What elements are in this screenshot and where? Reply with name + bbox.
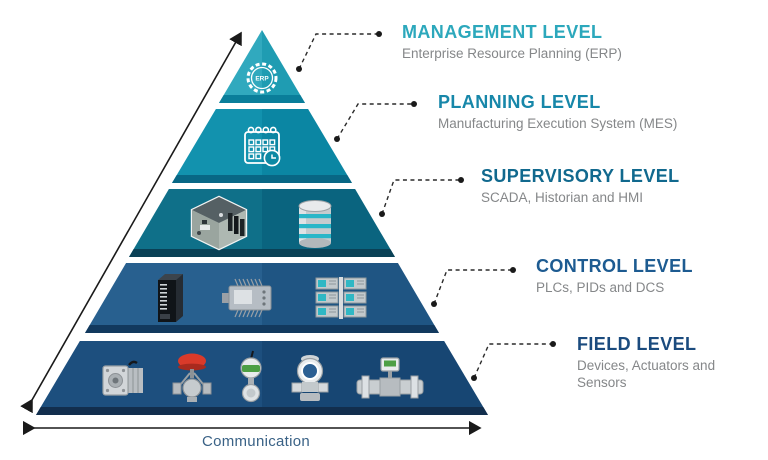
server-tower-icon (158, 274, 183, 322)
planning-level-title: PLANNING LEVEL (438, 92, 601, 112)
label-planning: PLANNING LEVEL Manufacturing Execution S… (438, 92, 677, 133)
control-level-subtitle: PLCs, PIDs and DCS (536, 280, 665, 295)
gear-icon-text: ERP (255, 75, 269, 82)
level-base-edge (36, 407, 488, 415)
connector-planning (336, 103, 414, 140)
pyramid-level-control (85, 263, 439, 333)
pressure-transmitter-icon (291, 355, 329, 401)
level-base-edge (219, 95, 305, 103)
label-supervisory: SUPERVISORY LEVEL SCADA, Historian and H… (481, 166, 680, 207)
connector-supervisory (381, 179, 461, 215)
planning-level-subtitle: Manufacturing Execution System (MES) (438, 116, 678, 131)
control-room-icon (190, 195, 248, 251)
field-level-subtitle: Devices, Actuators and Sensors (577, 358, 716, 390)
flow-meter-icon (356, 357, 424, 399)
communication-label: Communication (201, 433, 311, 450)
connector-field (473, 343, 553, 379)
label-control: CONTROL LEVEL PLCs, PIDs and DCS (536, 256, 693, 297)
level-base-edge (85, 325, 439, 333)
connector-control (433, 269, 513, 305)
field-level-title: FIELD LEVEL (577, 334, 697, 354)
plc-module-icon (222, 278, 272, 318)
database-icon (298, 200, 332, 248)
label-field: FIELD LEVEL Devices, Actuators and Senso… (577, 334, 749, 392)
management-level-title: MANAGEMENT LEVEL (402, 22, 603, 42)
supervisory-level-subtitle: SCADA, Historian and HMI (481, 190, 644, 205)
calendar-clock-icon (244, 126, 281, 167)
supervisory-level-title: SUPERVISORY LEVEL (481, 166, 680, 186)
pyramid-level-planning (172, 109, 352, 183)
pyramid-level-supervisory (129, 189, 395, 257)
pyramid-level-management: ERP (219, 30, 305, 103)
connector-management (298, 33, 379, 70)
label-management: MANAGEMENT LEVEL Enterprise Resource Pla… (402, 22, 622, 63)
level-base-edge (129, 249, 395, 257)
gear-erp-icon: ERP (246, 62, 278, 93)
wireless-transmitter-icon (240, 350, 262, 403)
io-rack-icon (315, 277, 367, 319)
control-level-title: CONTROL LEVEL (536, 256, 693, 276)
servo-motor-icon (102, 360, 143, 396)
pyramid-level-field (36, 341, 488, 415)
control-valve-icon (172, 353, 212, 402)
level-base-edge (172, 175, 352, 183)
management-level-subtitle: Enterprise Resource Planning (ERP) (402, 46, 622, 61)
